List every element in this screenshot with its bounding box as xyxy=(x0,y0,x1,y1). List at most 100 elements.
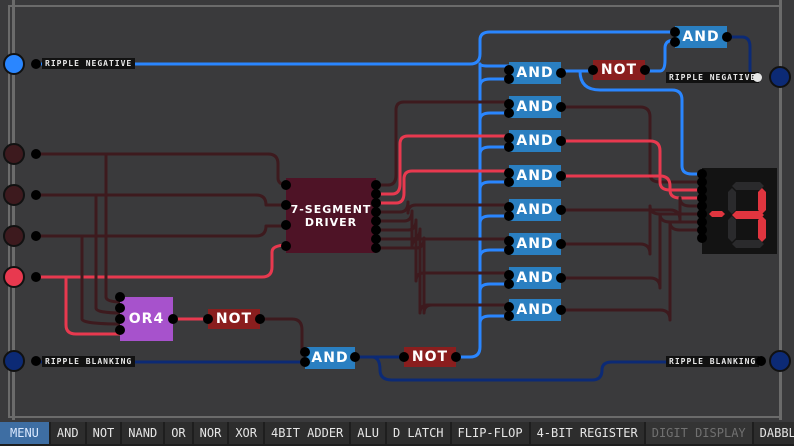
not-gate-or4[interactable]: NOT xyxy=(208,309,260,329)
toolbar-item-xor[interactable]: XOR xyxy=(229,422,264,444)
and-gate-segment-3[interactable]: AND xyxy=(509,165,561,187)
or4-input-pin[interactable] xyxy=(115,292,125,302)
toolbar-item-flip-flop[interactable]: FLIP-FLOP xyxy=(451,422,529,444)
driver-output-pin[interactable] xyxy=(371,189,381,199)
display-input-pin[interactable] xyxy=(697,193,707,203)
wire-driver-to-and[interactable] xyxy=(374,100,510,187)
toolbar-item-nand[interactable]: NAND xyxy=(122,422,164,444)
input-pin[interactable] xyxy=(31,149,41,159)
gate-pin[interactable] xyxy=(556,205,566,215)
and-gate-segment-1[interactable]: AND xyxy=(509,96,561,118)
wire-and-to-display[interactable] xyxy=(559,139,706,192)
not-output-pin[interactable] xyxy=(451,352,461,362)
not-gate-negative[interactable]: NOT xyxy=(593,60,645,80)
wire-driver-to-and[interactable] xyxy=(374,236,510,315)
output-ripple-blanking[interactable] xyxy=(769,350,791,372)
gate-pin[interactable] xyxy=(504,302,514,312)
wire-not-and[interactable] xyxy=(258,317,312,352)
wire-driver-to-and[interactable] xyxy=(374,227,510,315)
output-ripple-negative[interactable] xyxy=(769,66,791,88)
input-bit0[interactable] xyxy=(3,266,25,288)
driver-output-pin[interactable] xyxy=(371,225,381,235)
wire-driver-to-and[interactable] xyxy=(374,169,510,205)
not-output-pin[interactable] xyxy=(640,65,650,75)
and-input-pin[interactable] xyxy=(300,347,310,357)
display-input-pin[interactable] xyxy=(697,177,707,187)
toolbar-item-not[interactable]: NOT xyxy=(86,422,121,444)
display-input-pin[interactable] xyxy=(697,201,707,211)
and-gate-ripple[interactable]: AND xyxy=(675,26,727,48)
driver-output-pin[interactable] xyxy=(371,234,381,244)
gate-pin[interactable] xyxy=(504,142,514,152)
input-ripple-negative[interactable] xyxy=(3,53,25,75)
not-gate-blanking[interactable]: NOT xyxy=(404,347,456,367)
wire-bus-branch[interactable] xyxy=(478,282,510,293)
gate-pin[interactable] xyxy=(504,74,514,84)
input-ripple-blanking[interactable] xyxy=(3,350,25,372)
wire-and-to-output[interactable] xyxy=(725,35,762,79)
or4-input-pin[interactable] xyxy=(115,325,125,335)
display-input-pin[interactable] xyxy=(697,169,707,179)
wire-not-to-bus[interactable] xyxy=(454,298,482,359)
wire-bit1[interactable] xyxy=(34,224,290,238)
gate-pin[interactable] xyxy=(556,136,566,146)
or4-gate[interactable]: OR4 xyxy=(120,297,173,341)
not-output-pin[interactable] xyxy=(255,314,265,324)
gate-pin[interactable] xyxy=(504,108,514,118)
toolbar-item-or[interactable]: OR xyxy=(165,422,192,444)
wire-bit2-or4[interactable] xyxy=(94,193,124,315)
toolbar-item-d-latch[interactable]: D LATCH xyxy=(386,422,450,444)
wire-bus-branch[interactable] xyxy=(478,248,510,259)
and-output-pin[interactable] xyxy=(722,32,732,42)
gate-pin[interactable] xyxy=(556,102,566,112)
not-input-pin[interactable] xyxy=(588,65,598,75)
driver-input-pin[interactable] xyxy=(281,180,291,190)
or4-output-pin[interactable] xyxy=(168,314,178,324)
gate-pin[interactable] xyxy=(556,305,566,315)
gate-pin[interactable] xyxy=(504,245,514,255)
input-pin[interactable] xyxy=(31,231,41,241)
wire-bit3[interactable] xyxy=(34,152,290,187)
toolbar-item-menu[interactable]: MENU xyxy=(0,422,49,444)
wire-to-display[interactable] xyxy=(578,69,706,176)
and-gate-segment-2[interactable]: AND xyxy=(509,130,561,152)
and-input-pin[interactable] xyxy=(670,37,680,47)
wire-and-to-display[interactable] xyxy=(559,196,706,222)
toolbar-item-and[interactable]: AND xyxy=(50,422,85,444)
and-input-pin[interactable] xyxy=(300,357,310,367)
or4-input-pin[interactable] xyxy=(115,314,125,324)
gate-pin[interactable] xyxy=(556,239,566,249)
display-input-pin[interactable] xyxy=(697,217,707,227)
driver-output-pin[interactable] xyxy=(371,243,381,253)
and-gate-segment-6[interactable]: AND xyxy=(509,267,561,289)
and-output-pin[interactable] xyxy=(350,352,360,362)
input-pin[interactable] xyxy=(31,272,41,282)
gate-pin[interactable] xyxy=(556,171,566,181)
wire-bit2[interactable] xyxy=(34,193,290,207)
toolbar-item-alu[interactable]: ALU xyxy=(351,422,385,444)
not-input-pin[interactable] xyxy=(203,314,213,324)
wire-bit1-or4[interactable] xyxy=(80,234,124,326)
gate-pin[interactable] xyxy=(556,68,566,78)
gate-pin[interactable] xyxy=(504,168,514,178)
and-gate-segment-4[interactable]: AND xyxy=(509,199,561,221)
driver-output-pin[interactable] xyxy=(371,216,381,226)
not-input-pin[interactable] xyxy=(399,352,409,362)
wire-bit3-or4[interactable] xyxy=(104,152,124,304)
gate-pin[interactable] xyxy=(504,270,514,280)
and-gate-blanking[interactable]: AND xyxy=(305,347,355,369)
input-pin[interactable] xyxy=(31,190,41,200)
toolbar-item-dabble[interactable]: DABBLE xyxy=(753,422,794,444)
seven-segment-driver[interactable]: 7-SEGMENT DRIVER xyxy=(286,178,376,253)
display-input-pin[interactable] xyxy=(697,233,707,243)
driver-output-pin[interactable] xyxy=(371,180,381,190)
driver-output-pin[interactable] xyxy=(371,207,381,217)
wire-driver-to-and[interactable] xyxy=(374,200,510,215)
wire-ripple-negative[interactable] xyxy=(34,30,680,66)
toolbar-item-4bit-adder[interactable]: 4BIT ADDER xyxy=(265,422,350,444)
and-gate-segment-5[interactable]: AND xyxy=(509,233,561,255)
input-pin[interactable] xyxy=(31,356,41,366)
wire-bus-branch[interactable] xyxy=(478,145,510,156)
gate-pin[interactable] xyxy=(504,133,514,143)
toolbar-item-4-bit-register[interactable]: 4-BIT REGISTER xyxy=(530,422,644,444)
